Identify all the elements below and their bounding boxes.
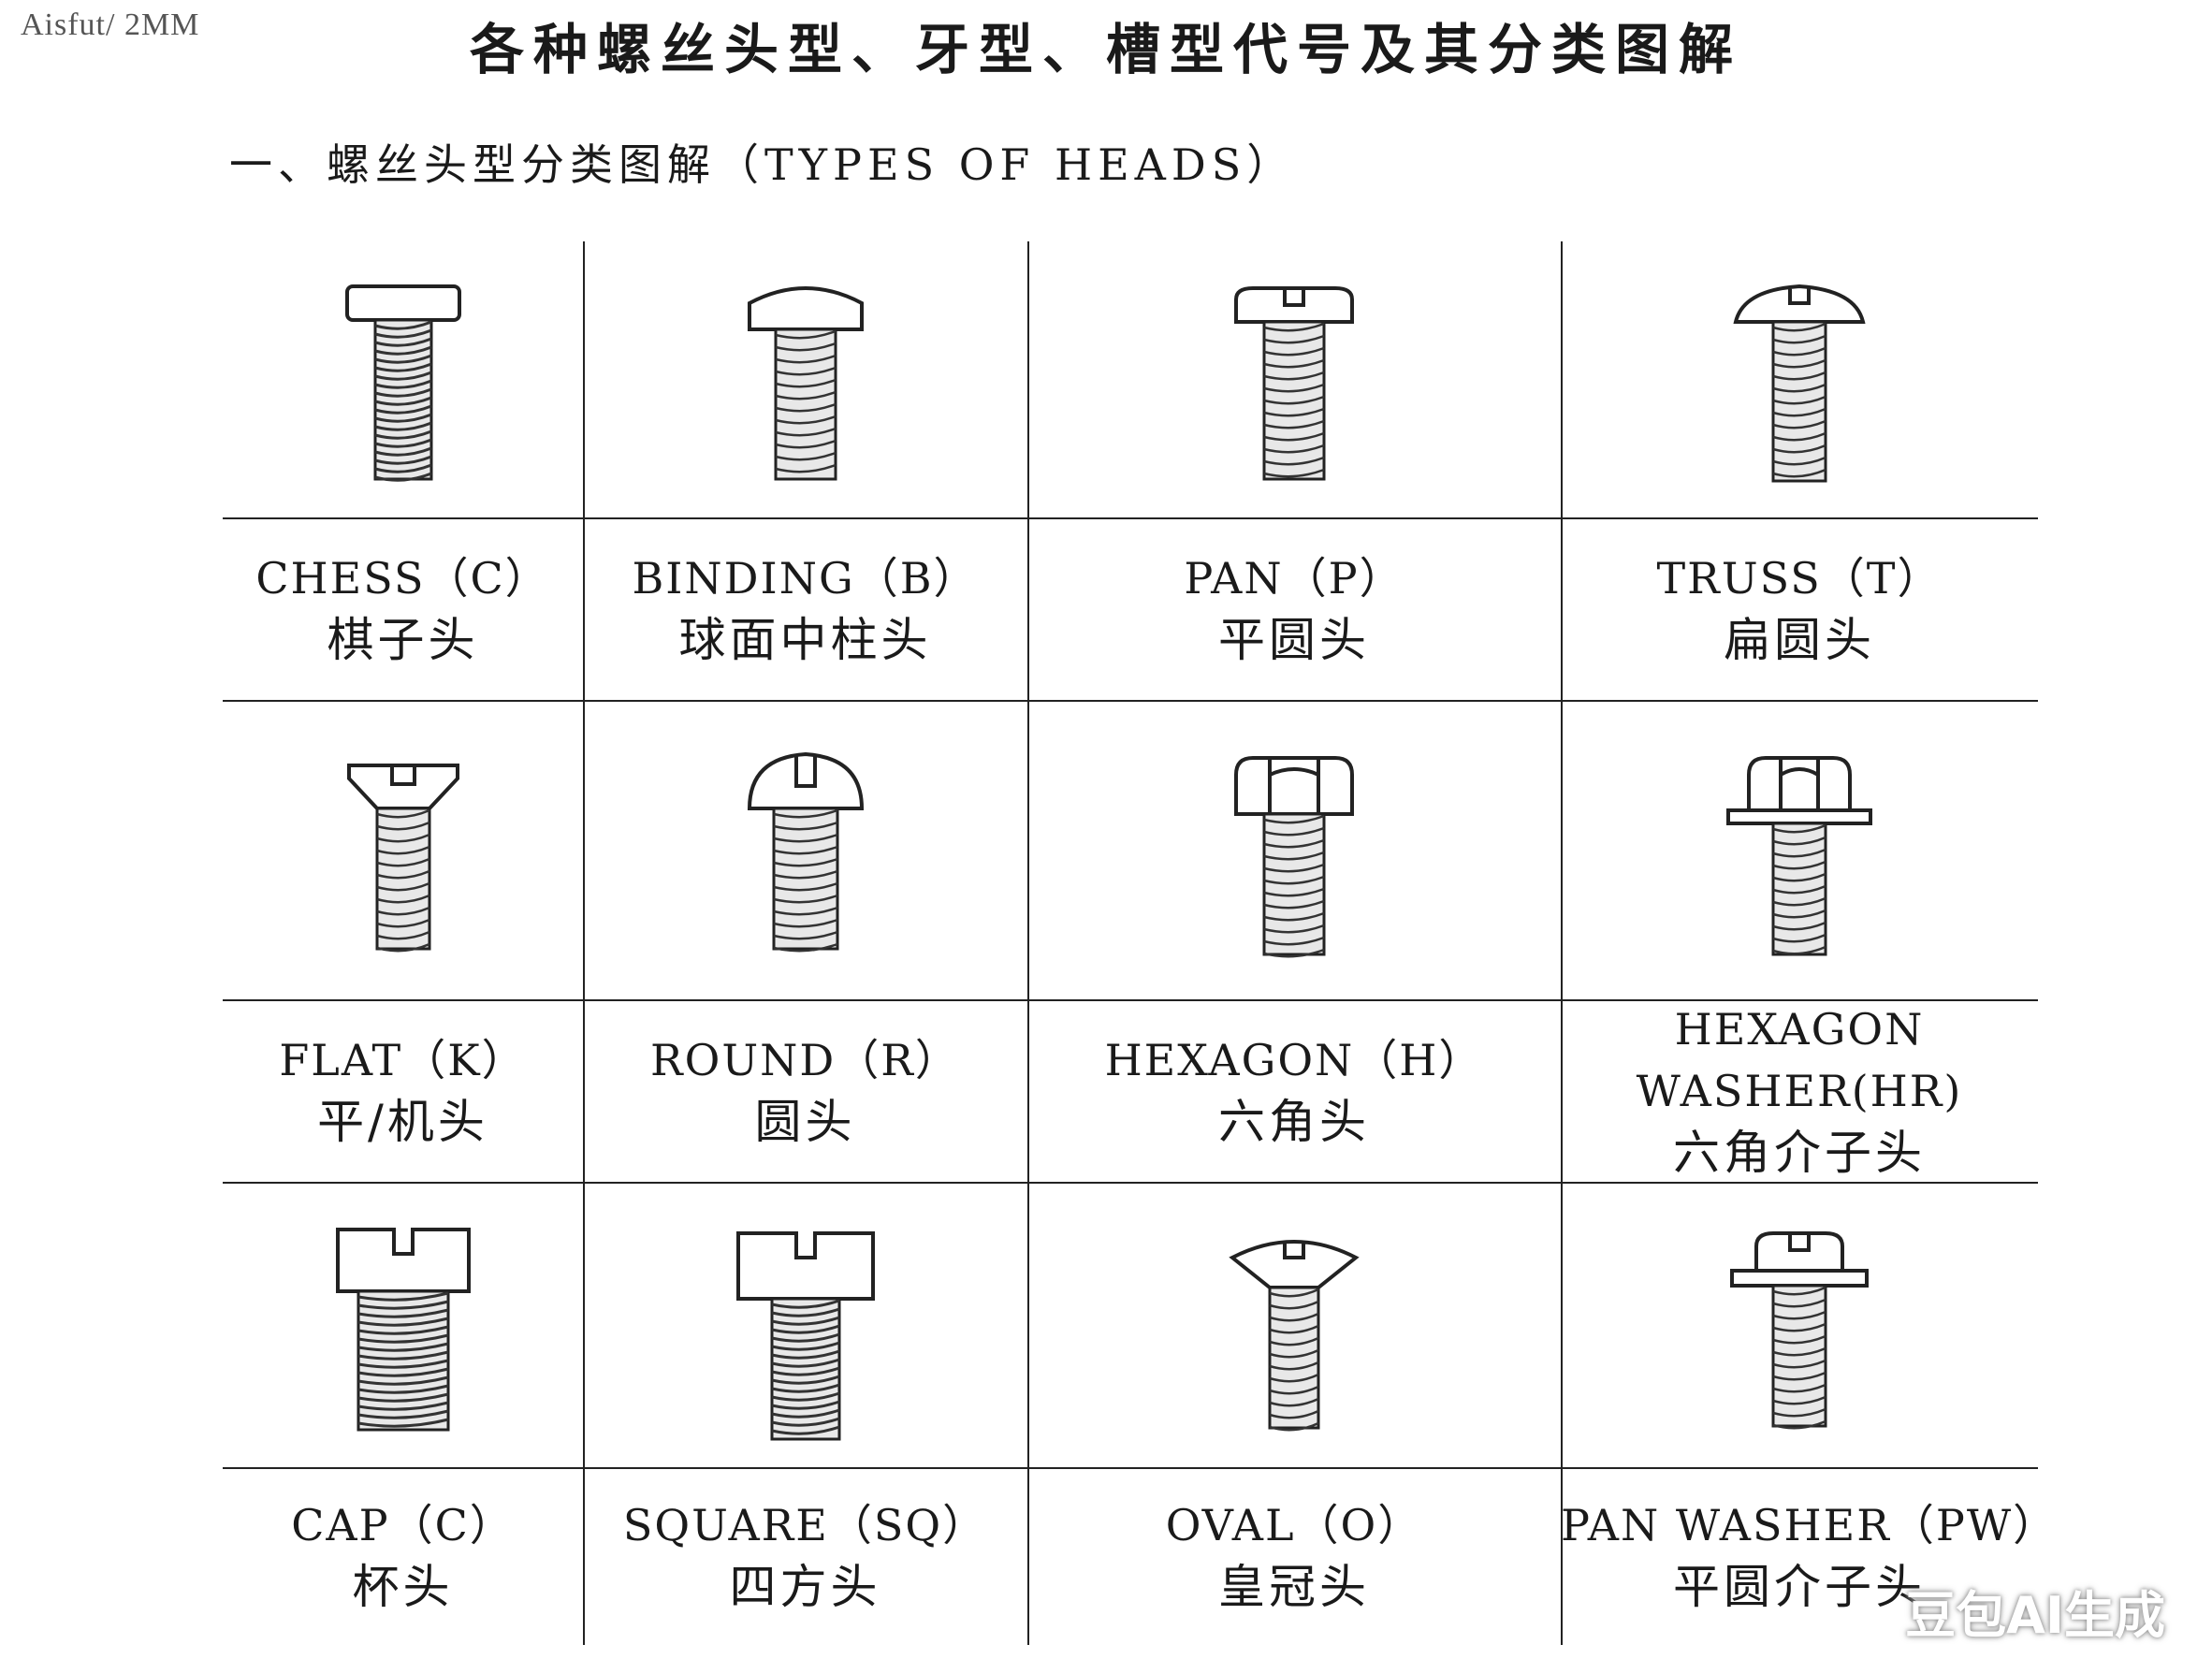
head-type-chinese: 圆头 bbox=[754, 1094, 856, 1149]
grid-line-vertical bbox=[1027, 241, 1029, 1645]
page-title: 各种螺丝头型、牙型、槽型代号及其分类图解 bbox=[469, 18, 1742, 81]
head-type-english: HEXAGON（H） bbox=[1104, 1034, 1484, 1085]
head-type-english: FLAT（K） bbox=[279, 1034, 527, 1085]
head-type-chinese: 棋子头 bbox=[327, 612, 479, 667]
screw-image-cell bbox=[223, 241, 583, 517]
head-type-english: PAN（P） bbox=[1184, 552, 1404, 604]
grid-line-horizontal bbox=[223, 1182, 2038, 1184]
screw-image-cell bbox=[1027, 241, 1561, 517]
screw-label-cell: PAN（P） 平圆头 bbox=[1027, 517, 1561, 700]
head-type-chinese: 六角介子头 bbox=[1673, 1125, 1926, 1180]
head-type-chinese: 球面中柱头 bbox=[678, 612, 932, 667]
head-type-chinese: 四方头 bbox=[729, 1560, 881, 1614]
head-type-english: SQUARE（SQ） bbox=[622, 1500, 988, 1550]
pan-head-screw-icon bbox=[1234, 285, 1354, 480]
screw-label-cell: PAN WASHER（PW） 平圆介子头 bbox=[1561, 1467, 2059, 1645]
head-type-chinese: 平圆头 bbox=[1218, 612, 1370, 667]
head-type-chinese: 杯头 bbox=[352, 1560, 454, 1614]
screw-image-cell bbox=[1561, 700, 2038, 999]
grid-line-horizontal bbox=[223, 1467, 2038, 1469]
screw-label-cell: FLAT（K） 平/机头 bbox=[223, 999, 583, 1182]
screw-label-cell: CHESS（C） 棋子头 bbox=[223, 517, 583, 700]
screw-label-cell: BINDING（B） 球面中柱头 bbox=[583, 517, 1027, 700]
screw-label-cell: ROUND（R） 圆头 bbox=[583, 999, 1027, 1182]
watermark: 豆包AI生成 bbox=[1905, 1586, 2165, 1645]
head-type-english: CHESS（C） bbox=[255, 552, 550, 604]
head-type-chinese: 扁圆头 bbox=[1724, 612, 1875, 667]
screw-image-cell bbox=[1561, 1182, 2038, 1467]
binding-head-screw-icon bbox=[747, 285, 864, 480]
truss-head-screw-icon bbox=[1733, 284, 1866, 482]
head-type-english: OVAL（O） bbox=[1165, 1500, 1423, 1550]
grid-line-vertical bbox=[1561, 241, 1563, 1645]
round-head-screw-icon bbox=[747, 751, 864, 953]
hexagon-head-screw-icon bbox=[1234, 756, 1354, 958]
head-type-english: ROUND（R） bbox=[650, 1034, 960, 1085]
screw-image-cell bbox=[583, 700, 1027, 999]
corner-note: Aisfut/ 2MM bbox=[21, 7, 200, 42]
head-type-english: HEXAGON WASHER(HR) bbox=[1636, 1003, 1963, 1116]
grid-line-horizontal bbox=[223, 517, 2038, 519]
head-type-english: CAP（C） bbox=[291, 1500, 515, 1550]
head-type-chinese: 六角头 bbox=[1218, 1094, 1370, 1149]
screw-label-cell: SQUARE（SQ） 四方头 bbox=[583, 1467, 1027, 1645]
screw-label-cell: OVAL（O） 皇冠头 bbox=[1027, 1467, 1561, 1645]
screw-label-cell: HEXAGON WASHER(HR) 六角介子头 bbox=[1561, 999, 2038, 1182]
head-type-chinese: 平圆介子头 bbox=[1673, 1560, 1926, 1614]
screw-label-cell: CAP（C） 杯头 bbox=[223, 1467, 583, 1645]
square-head-screw-icon bbox=[735, 1230, 875, 1440]
grid-line-horizontal bbox=[223, 999, 2038, 1001]
head-type-english: BINDING（B） bbox=[632, 552, 979, 604]
hexagon-washer-head-screw-icon bbox=[1726, 756, 1872, 956]
flat-head-screw-icon bbox=[346, 764, 459, 953]
cap-head-screw-icon bbox=[335, 1227, 471, 1431]
head-type-english: TRUSS（T） bbox=[1656, 552, 1943, 604]
pan-washer-head-screw-icon bbox=[1730, 1230, 1869, 1429]
section-heading: 一、螺丝头型分类图解（TYPES OF HEADS） bbox=[229, 139, 1296, 190]
head-type-english: PAN WASHER（PW） bbox=[1561, 1500, 2059, 1550]
screw-image-cell bbox=[1027, 1182, 1561, 1467]
screw-head-table: CHESS（C） 棋子头 BINDING（B） 球面中柱头 PAN（P） 平圆头 TRUSS… bbox=[223, 241, 2059, 1645]
grid-line-vertical bbox=[583, 241, 585, 1645]
screw-image-cell bbox=[1027, 700, 1561, 999]
screw-image-cell bbox=[583, 241, 1027, 517]
head-type-chinese: 皇冠头 bbox=[1218, 1560, 1370, 1614]
screw-label-cell: TRUSS（T） 扁圆头 bbox=[1561, 517, 2038, 700]
head-type-chinese: 平/机头 bbox=[317, 1094, 488, 1149]
screw-image-cell bbox=[223, 1182, 583, 1467]
screw-image-cell bbox=[223, 700, 583, 999]
screw-label-cell: HEXAGON（H） 六角头 bbox=[1027, 999, 1561, 1182]
chess-head-screw-icon bbox=[344, 284, 461, 482]
grid-line-horizontal bbox=[223, 700, 2038, 702]
oval-head-screw-icon bbox=[1229, 1239, 1360, 1431]
screw-image-cell bbox=[583, 1182, 1027, 1467]
screw-image-cell bbox=[1561, 241, 2038, 517]
